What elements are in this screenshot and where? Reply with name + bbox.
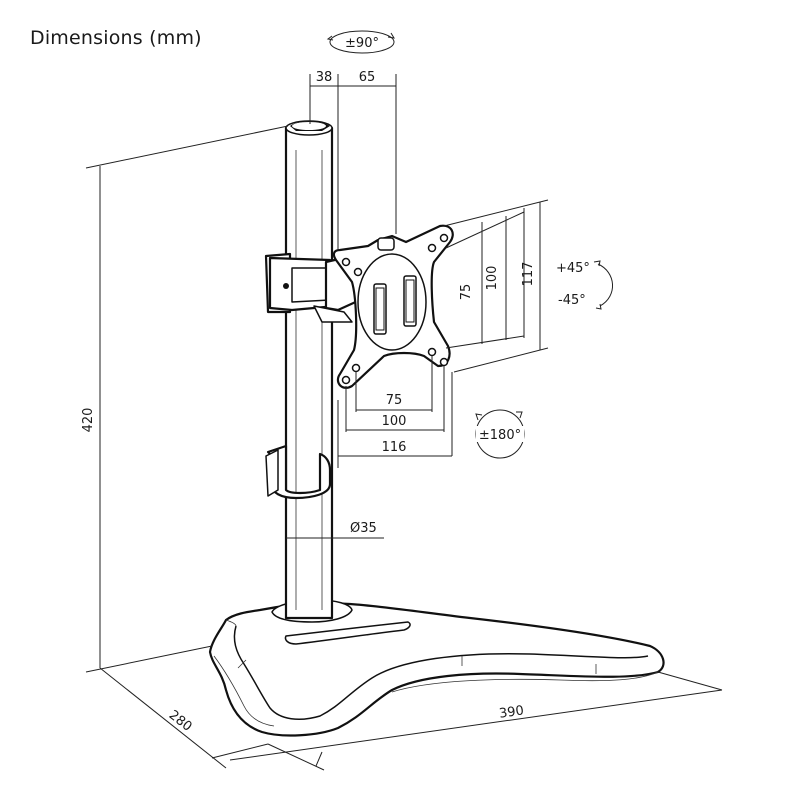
rotate-label: ±180° [479, 428, 521, 443]
dim-width-390: 390 [498, 703, 525, 721]
dim-vesa-v-100: 100 [485, 266, 500, 291]
diagram-title: Dimensions (mm) [30, 27, 202, 49]
dim-top-65: 65 [359, 70, 376, 85]
dim-plate-height-117: 117 [521, 262, 536, 287]
cable-clip [265, 444, 332, 500]
dim-height-420: 420 [81, 408, 96, 433]
tilt-down-label: -45° [558, 293, 586, 308]
dim-vesa-v-75: 75 [459, 284, 474, 301]
dim-depth-280: 280 [166, 708, 195, 735]
swivel-label: ±90° [345, 36, 379, 51]
swivel-rotation-indicator: ±90° [326, 30, 395, 54]
dim-vesa-h-75: 75 [386, 393, 403, 408]
dim-vesa-h-100: 100 [382, 414, 407, 429]
tilt-up-label: +45° [556, 261, 590, 276]
stand-pole [284, 120, 334, 620]
rotate-indicator: ±180° [475, 409, 525, 459]
tilt-rotation-indicator: +45° -45° [556, 260, 613, 310]
dimension-annotations: 38 65 ±90° 75 100 117 +45° -45° [81, 30, 723, 771]
dim-pole-diameter: Ø35 [350, 521, 377, 536]
dim-top-38: 38 [316, 70, 333, 85]
dim-plate-width-116: 116 [382, 440, 407, 455]
vesa-plate [332, 224, 454, 389]
stand-base [208, 599, 665, 737]
